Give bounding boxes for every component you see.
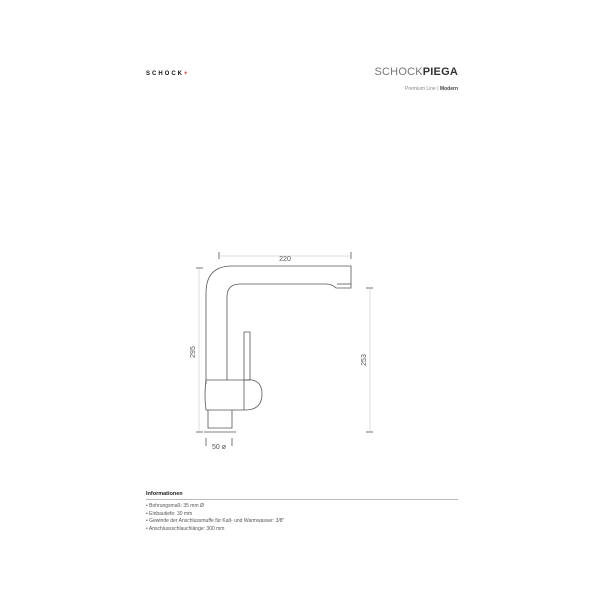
info-item: Gewinde der Anschlussmuffe für Kalt- und…	[146, 518, 284, 526]
brand-logo: SCHOCK+	[146, 71, 188, 77]
faucet-base	[207, 410, 233, 429]
product-prefix: SCHOCK	[374, 66, 423, 78]
info-title: Informationen	[146, 491, 183, 497]
brand-mark: +	[184, 71, 188, 77]
info-item: Anschlussschlauchlänge: 300 mm	[146, 526, 284, 534]
dimension-base-label: 50 ø	[212, 444, 227, 451]
faucet-spout-outline	[205, 265, 352, 384]
info-item: Bohrungsmaß: 35 mm Ø	[146, 503, 284, 511]
subtitle-separator: |	[437, 86, 439, 92]
product-name: PIEGA	[422, 66, 458, 78]
product-subtitle: Premium Line | Modern	[405, 86, 458, 92]
handle-lever	[243, 331, 251, 381]
product-style: Modern	[439, 86, 458, 92]
dimension-height-spout-label: 253	[361, 354, 368, 366]
info-item: Einbautiefe: 30 mm	[146, 511, 284, 519]
dimension-height-total-label: 295	[190, 346, 197, 358]
info-divider	[146, 499, 458, 500]
product-line: Premium Line	[404, 86, 436, 92]
dimension-reach-label: 220	[279, 256, 291, 263]
product-title: SCHOCKPIEGA	[375, 66, 459, 78]
brand-name: SCHOCK	[146, 71, 185, 77]
info-list: Bohrungsmaß: 35 mm Ø Einbautiefe: 30 mm …	[146, 503, 284, 533]
handle-body	[204, 379, 263, 411]
